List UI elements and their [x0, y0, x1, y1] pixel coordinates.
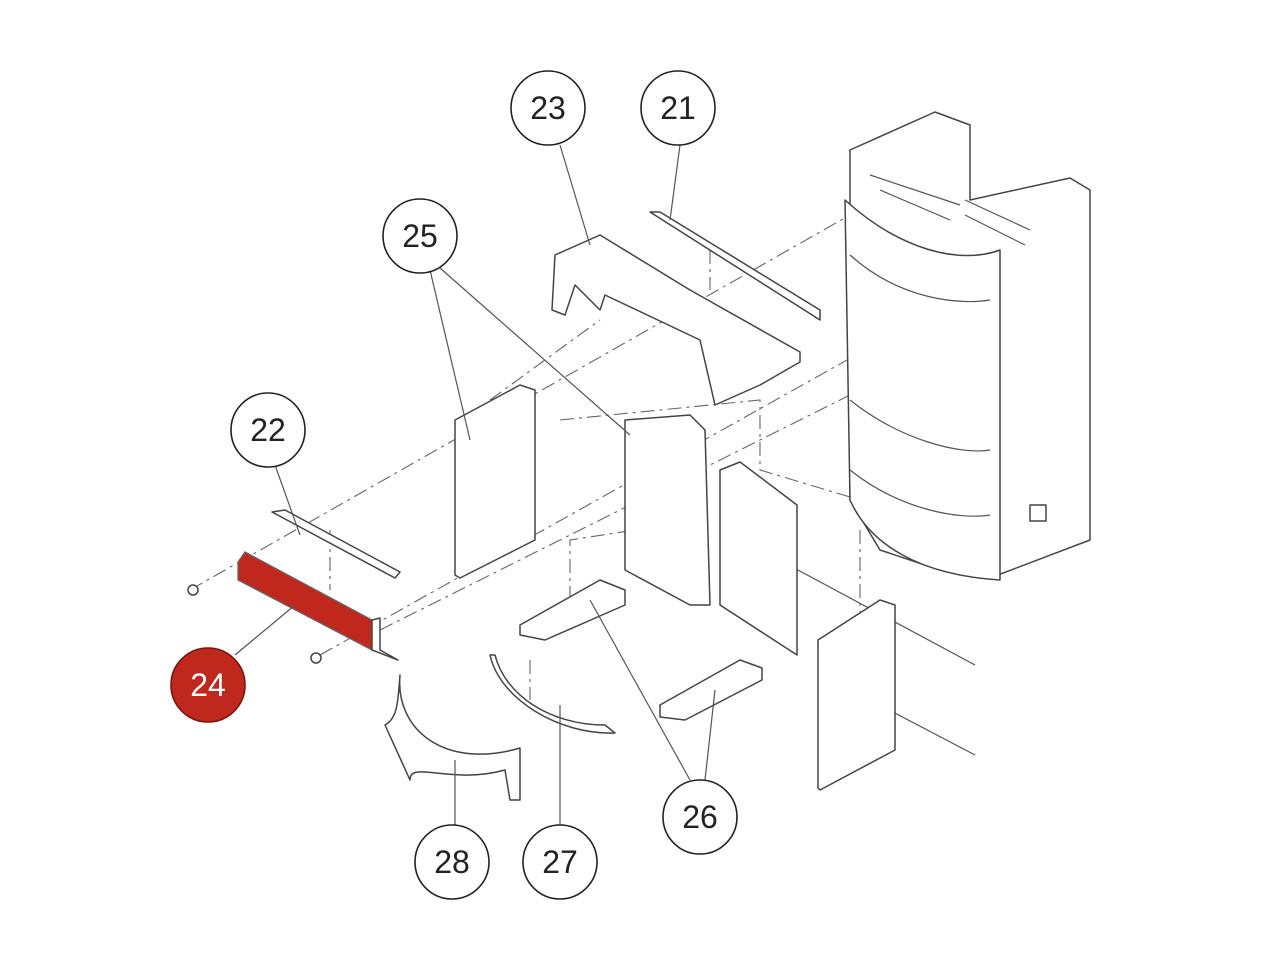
- callout-27[interactable]: 27: [522, 824, 598, 900]
- callout-label: 25: [402, 218, 438, 254]
- callout-26[interactable]: 26: [662, 779, 738, 855]
- part-26-brick-a: [519, 579, 626, 641]
- part-22-rail: [271, 509, 401, 579]
- callout-label: 24: [190, 667, 226, 703]
- part-27-grate: [489, 654, 616, 734]
- screw-icon-2: [310, 652, 322, 664]
- callout-label: 27: [542, 844, 578, 880]
- callout-24[interactable]: 24: [170, 647, 246, 723]
- leader-lines: [234, 144, 716, 825]
- callout-21[interactable]: 21: [640, 70, 716, 146]
- callout-23[interactable]: 23: [510, 70, 586, 146]
- callout-label: 28: [434, 844, 470, 880]
- stove-body: [844, 111, 1091, 581]
- part-26-brick-b: [659, 659, 763, 721]
- part-23-top-deflector: [551, 234, 801, 406]
- part-28-front-guard: [384, 674, 521, 801]
- callout-label: 23: [530, 90, 566, 126]
- back-panel: [719, 461, 798, 656]
- screw-icon: [187, 584, 199, 596]
- right-panel: [817, 599, 896, 791]
- callout-25[interactable]: 25: [382, 198, 458, 274]
- callout-label: 22: [250, 412, 286, 448]
- part-25-side-panel: [454, 384, 536, 579]
- callout-label: 21: [660, 90, 696, 126]
- part-21-baffle: [649, 211, 821, 321]
- callout-22[interactable]: 22: [230, 392, 306, 468]
- part-25-side-panel-b: [624, 414, 711, 606]
- callout-label: 26: [682, 799, 718, 835]
- callout-28[interactable]: 28: [414, 824, 490, 900]
- part-24-highlighted: [187, 551, 399, 664]
